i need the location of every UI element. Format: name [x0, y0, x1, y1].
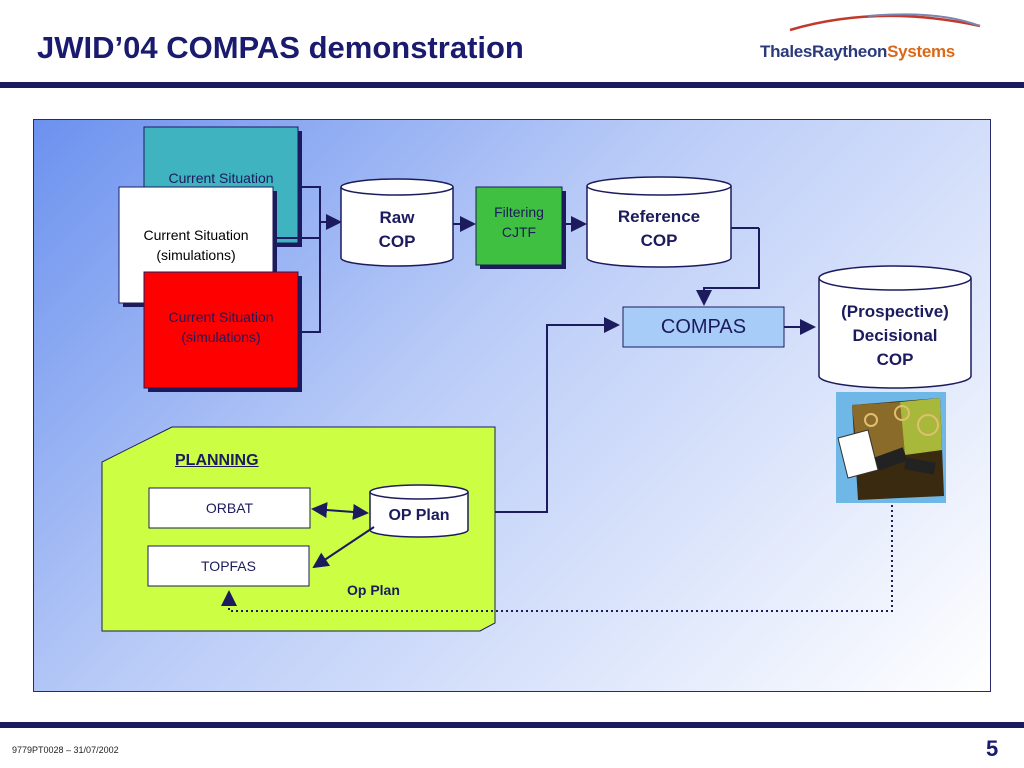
op-plan-db-label: OP Plan	[388, 507, 450, 524]
footer-rule	[0, 722, 1024, 728]
logo-text: ThalesRaytheonSystems	[760, 42, 955, 61]
topfas-box	[147, 545, 310, 587]
filtering-label: Filtering CJTF	[494, 204, 544, 240]
arrow-orbat-op-plan	[311, 502, 369, 520]
op-plan-db-top	[369, 484, 469, 500]
decisional-cop-db-top	[818, 265, 972, 291]
arrow-planning-to-compas	[495, 317, 620, 513]
orbat-box	[148, 487, 311, 529]
reference-cop-db-body	[586, 186, 732, 268]
situation-white-label: Current Situation (simulations)	[143, 227, 249, 263]
raw-cop-db-top	[340, 178, 454, 196]
planning-title: PLANNING	[175, 452, 259, 469]
op-plan-caption: Op Plan	[347, 582, 400, 598]
situation-bracket	[302, 186, 321, 333]
header-rule	[0, 82, 1024, 88]
reference-cop-label: Reference COP	[617, 207, 701, 250]
situation-red-label: Current Situation (simulations)	[168, 309, 274, 345]
compas-label: COMPAS	[660, 316, 747, 338]
filtering-box	[475, 186, 563, 266]
page-number: 5	[986, 736, 999, 761]
orbat-label: ORBAT	[205, 500, 254, 516]
topfas-label: TOPFAS	[201, 558, 256, 574]
arrow-op-plan-to-topfas	[312, 526, 375, 569]
raw-cop-db-body	[340, 187, 454, 267]
situation-top-label: Current Situation	[168, 170, 274, 186]
footer-reference: 9779PT0028 – 31/07/2002	[12, 745, 119, 755]
decisional-cop-db-body	[818, 278, 972, 389]
op-plan-db-body	[369, 492, 469, 538]
company-logo: ThalesRaytheonSystems	[758, 8, 1018, 68]
decision-maker-clipart-icon	[836, 392, 946, 503]
raw-cop-label: Raw COP	[378, 208, 416, 251]
situation-red-box	[143, 271, 299, 389]
decisional-cop-label: (Prospective) Decisional COP	[841, 302, 949, 369]
logo-arc-icon	[789, 13, 981, 32]
arrow-reference-to-compas	[696, 228, 760, 306]
page-title: JWID’04 COMPAS demonstration	[37, 30, 524, 65]
reference-cop-db-top	[586, 176, 732, 196]
compas-box	[622, 306, 785, 348]
